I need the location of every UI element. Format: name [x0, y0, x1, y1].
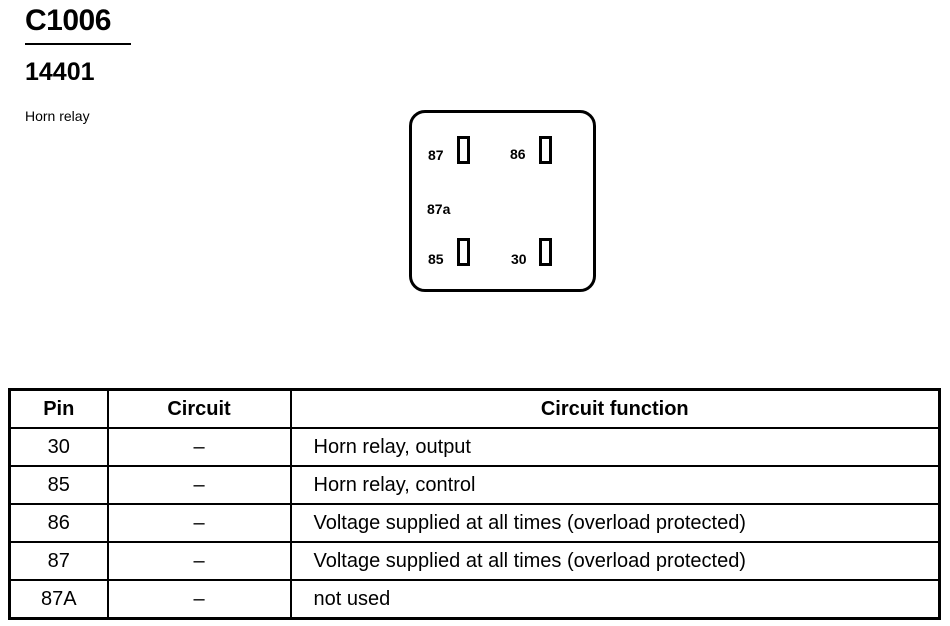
column-header-circuit: Circuit — [106, 388, 292, 429]
pin-cavity-85 — [457, 238, 470, 266]
cell-function: Voltage supplied at all times (overload … — [289, 541, 941, 581]
cell-circuit: – — [106, 541, 292, 581]
pin-label-85: 85 — [428, 251, 444, 267]
pin-cavity-30 — [539, 238, 552, 266]
table-header-row: Pin Circuit Circuit function — [8, 388, 941, 429]
pin-table: Pin Circuit Circuit function 30 – Horn r… — [8, 388, 941, 620]
cell-function: Horn relay, control — [289, 465, 941, 505]
cell-pin: 87 — [8, 541, 109, 581]
column-header-function: Circuit function — [289, 388, 941, 429]
cell-pin: 30 — [8, 427, 109, 467]
pin-label-87a: 87a — [427, 201, 451, 217]
cell-function: not used — [289, 579, 941, 620]
connector-description: Horn relay — [25, 108, 90, 124]
table-row: 87 – Voltage supplied at all times (over… — [8, 541, 941, 581]
pin-label-86: 86 — [510, 146, 526, 162]
pin-label-30: 30 — [511, 251, 527, 267]
pin-cavity-87 — [457, 136, 470, 164]
table-row: 87A – not used — [8, 579, 941, 620]
table-row: 85 – Horn relay, control — [8, 465, 941, 505]
cell-pin: 85 — [8, 465, 109, 505]
part-number: 14401 — [25, 58, 95, 86]
table-row: 86 – Voltage supplied at all times (over… — [8, 503, 941, 543]
pin-cavity-86 — [539, 136, 552, 164]
cell-circuit: – — [106, 427, 292, 467]
table-row: 30 – Horn relay, output — [8, 427, 941, 467]
title-underline — [25, 43, 131, 45]
column-header-pin: Pin — [8, 388, 109, 429]
connector-face-diagram: 87 86 87a 85 30 — [409, 110, 596, 292]
cell-circuit: – — [106, 465, 292, 505]
cell-circuit: – — [106, 579, 292, 620]
cell-function: Voltage supplied at all times (overload … — [289, 503, 941, 543]
connector-id: C1006 — [25, 4, 111, 37]
pin-label-87: 87 — [428, 147, 444, 163]
cell-pin: 86 — [8, 503, 109, 543]
cell-pin: 87A — [8, 579, 109, 620]
cell-function: Horn relay, output — [289, 427, 941, 467]
cell-circuit: – — [106, 503, 292, 543]
